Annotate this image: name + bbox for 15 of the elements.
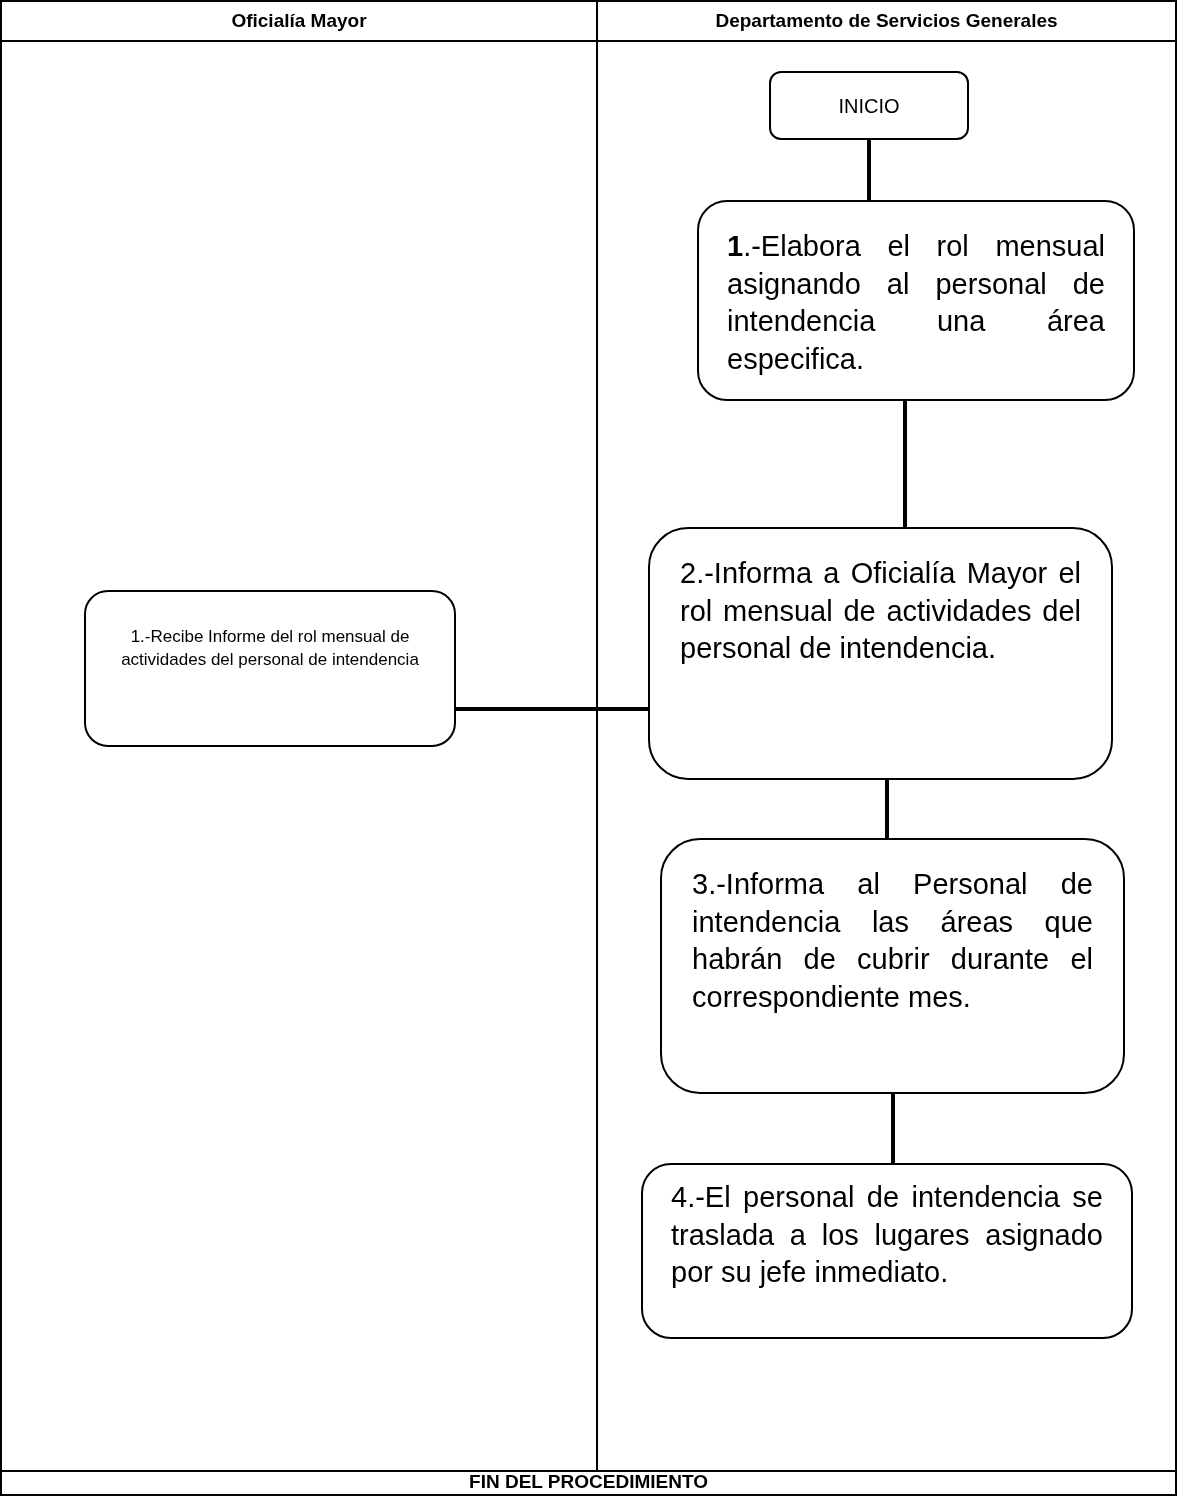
lane-header: Departamento de Servicios Generales [598,2,1175,42]
process-box: 1.-Recibe Informe del rol mensual de actividades del personal de intendencia [84,590,456,747]
swimlane [0,0,598,1472]
connector-line [885,780,889,838]
process-box: 4.-El personal de intendencia se traslada a los lugares asignado por su jefe inmediato. [641,1163,1133,1339]
process-box: 3.-Informa al Personal de intendencia las áreas que habrán de cubrir durante el correspondiente mes. [660,838,1125,1094]
process-box: 1.-Elabora el rol mensual asignando al personal de intendencia una área especifica. [697,200,1135,401]
start-box: INICIO [769,71,969,140]
process-box: 2.-Informa a Oficialía Mayor el rol mensual de actividades del personal de intendencia. [648,527,1113,780]
swimlane [596,0,1177,1472]
connector-line [867,140,871,200]
connector-line [456,707,648,711]
connector-line [903,401,907,527]
lane-header: Oficialía Mayor [2,2,596,42]
connector-line [891,1094,895,1163]
